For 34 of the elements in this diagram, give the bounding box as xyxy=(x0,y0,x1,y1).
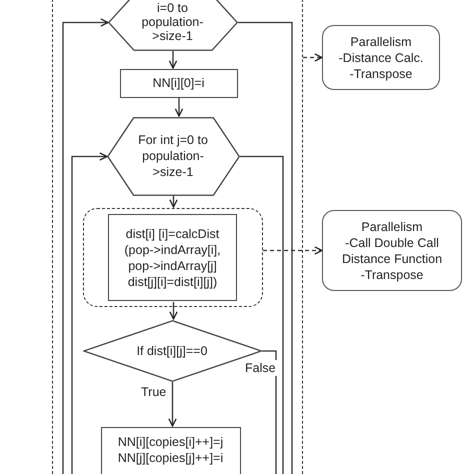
arrow xyxy=(62,18,109,474)
note-box xyxy=(322,210,462,291)
node-text: Parallelism xyxy=(360,218,424,234)
arrow xyxy=(168,51,178,69)
process-box xyxy=(100,426,240,474)
arrow xyxy=(168,382,177,427)
node-text: -Call Double Call Distance Function xyxy=(340,234,444,266)
node-text: -Transpose xyxy=(360,266,424,282)
node-text: Parallelism xyxy=(349,34,413,50)
loop-line xyxy=(238,22,293,474)
node-text: -Transpose xyxy=(348,66,414,82)
loop-hexagon xyxy=(106,116,240,196)
node-text: If dist[i][j]==0 xyxy=(136,342,208,358)
arrow xyxy=(174,98,184,117)
loop-hexagon xyxy=(108,0,238,50)
dashed-group-frame xyxy=(82,208,262,306)
node-text: -Distance Calc. xyxy=(338,50,424,66)
dashed-arrow xyxy=(263,246,323,255)
process-box xyxy=(120,68,238,98)
arrow xyxy=(169,196,178,208)
node-text: For int j=0 to population->size-1 xyxy=(137,132,209,180)
arrow xyxy=(71,152,108,474)
node-text: i=0 to population->size-1 xyxy=(140,1,204,43)
loop-line xyxy=(262,350,277,474)
loop-line xyxy=(240,156,284,474)
dashed-arrow xyxy=(303,53,323,62)
process-box xyxy=(108,214,237,301)
note-box xyxy=(322,25,440,90)
node-text: dist[i] [i]=calcDist (pop->indArray[i], pop->indArray[j] dist[j][i]=dist[i][j]) xyxy=(123,226,222,290)
edge-label: False xyxy=(244,360,277,376)
node-text: NN[i][0]=i xyxy=(152,75,206,91)
arrow xyxy=(169,302,178,320)
dashed-group-frame xyxy=(52,0,303,474)
node-text: NN[i][copies[i]++]=j NN[j][copies[j]++]=i xyxy=(116,434,224,466)
